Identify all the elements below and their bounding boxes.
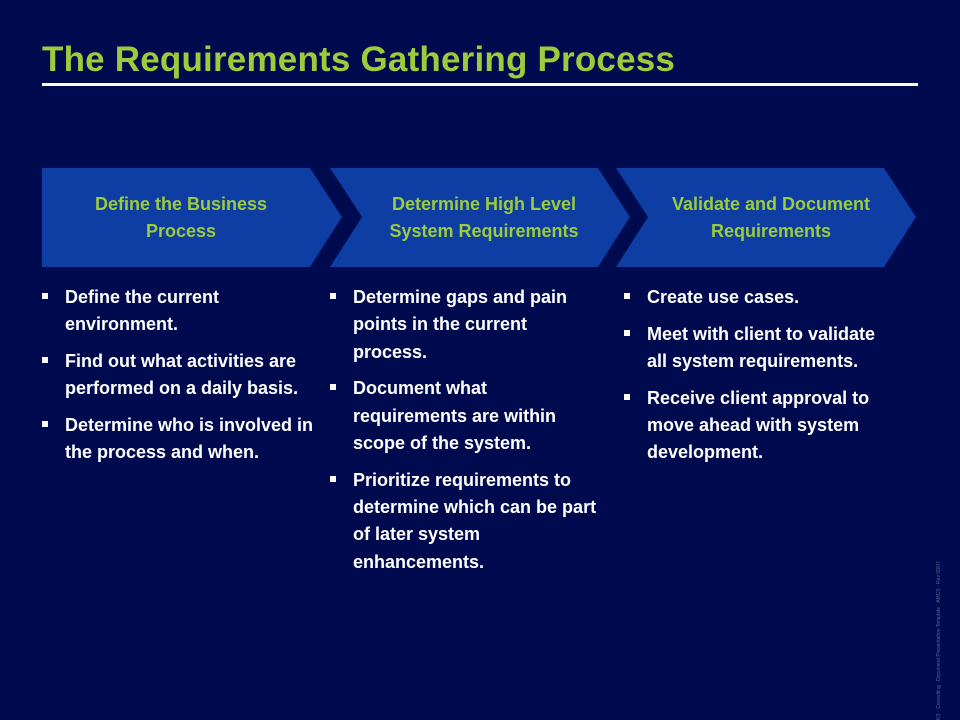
step-1-bullets: Define the current environment. Find out… [42, 284, 318, 476]
bullet-square-icon [330, 293, 336, 299]
bullet-square-icon [624, 329, 630, 336]
step-3-label: Validate and Document Requirements [671, 194, 871, 241]
title-underline [42, 83, 918, 86]
step-3-bullets: Create use cases. Meet with client to va… [624, 284, 890, 476]
bullet-square-icon [42, 293, 48, 299]
list-item: Define the current environment. [42, 284, 318, 339]
bullet-square-icon [330, 475, 336, 482]
step-2-label: Determine High Level System Requirements [389, 194, 579, 241]
step-2-bullets: Determine gaps and pain points in the cu… [330, 284, 602, 585]
list-item: Find out what activities are performed o… [42, 348, 318, 403]
footer-fine-print: KS · Consulting · Document Presentation … [936, 561, 942, 720]
chevron-step-2 [330, 168, 630, 267]
bullet-square-icon [42, 421, 48, 428]
chevron-step-1 [42, 168, 342, 267]
bullet-square-icon [624, 293, 630, 299]
step-1-label: Define the Business Process [94, 194, 268, 241]
list-item: Determine gaps and pain points in the cu… [330, 284, 602, 366]
list-item: Create use cases. [624, 284, 890, 311]
chevron-step-3 [616, 168, 916, 267]
list-item: Determine who is involved in the process… [42, 412, 318, 467]
slide-title: The Requirements Gathering Process [42, 40, 676, 79]
bullet-square-icon [42, 357, 48, 364]
list-item: Receive client approval to move ahead wi… [624, 385, 890, 467]
list-item: Document what requirements are within sc… [330, 375, 602, 457]
list-item: Prioritize requirements to determine whi… [330, 467, 602, 576]
list-item: Meet with client to validate all system … [624, 321, 890, 376]
bullet-square-icon [330, 384, 336, 391]
bullet-square-icon [624, 393, 630, 400]
